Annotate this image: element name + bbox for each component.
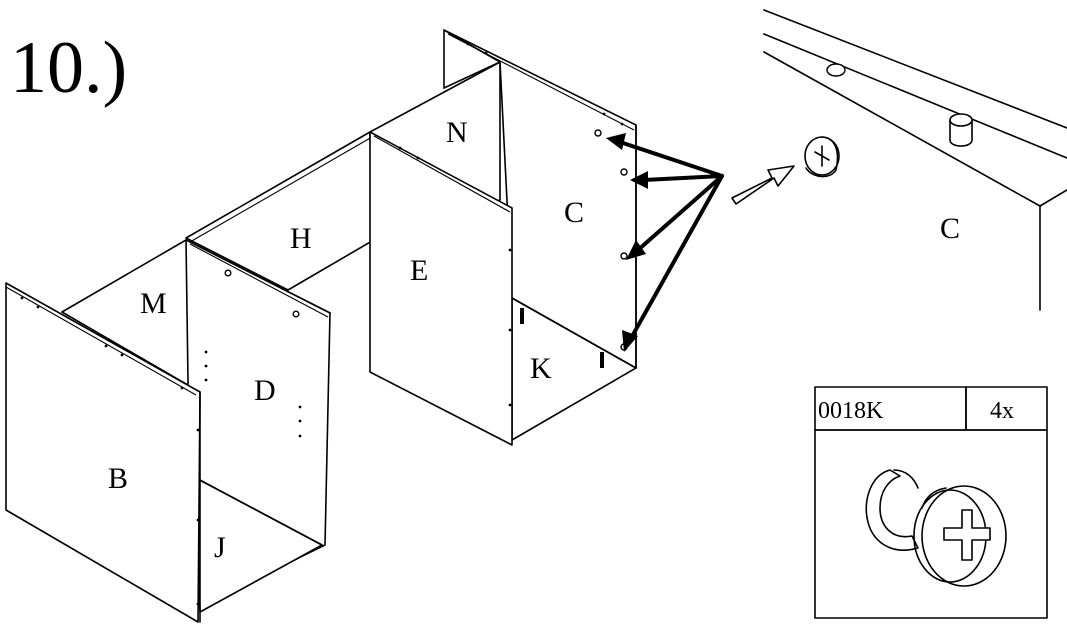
detail-label-c: C bbox=[940, 212, 960, 245]
label-c: C bbox=[564, 196, 584, 229]
holes-c bbox=[398, 42, 628, 407]
detail-view: C bbox=[763, 9, 1067, 311]
dowel-icon bbox=[949, 113, 973, 147]
panel-h-group: H bbox=[185, 131, 373, 291]
label-k: K bbox=[530, 352, 552, 385]
label-e: E bbox=[410, 254, 428, 287]
label-b: B bbox=[108, 462, 128, 495]
label-j: J bbox=[214, 531, 226, 564]
label-n: N bbox=[446, 116, 468, 149]
label-h: H bbox=[290, 222, 312, 255]
hollow-arrow bbox=[731, 165, 795, 205]
label-d: D bbox=[254, 374, 276, 407]
panel-e bbox=[369, 131, 513, 446]
hardware-box: 0018K 4x bbox=[814, 386, 1048, 619]
right-cabinet: N C E K bbox=[369, 29, 637, 446]
label-m: M bbox=[140, 287, 167, 320]
left-cabinet: B M D J bbox=[5, 239, 331, 623]
hardware-code: 0018K bbox=[818, 398, 884, 424]
cam-lock-icon bbox=[804, 136, 840, 178]
hardware-quantity: 4x bbox=[990, 398, 1014, 424]
panel-b bbox=[5, 282, 201, 623]
step-number: 10.) bbox=[10, 27, 127, 109]
cam-lock-fitting-icon bbox=[865, 469, 1007, 587]
holes-d bbox=[20, 269, 302, 606]
insertion-arrows bbox=[606, 133, 724, 352]
